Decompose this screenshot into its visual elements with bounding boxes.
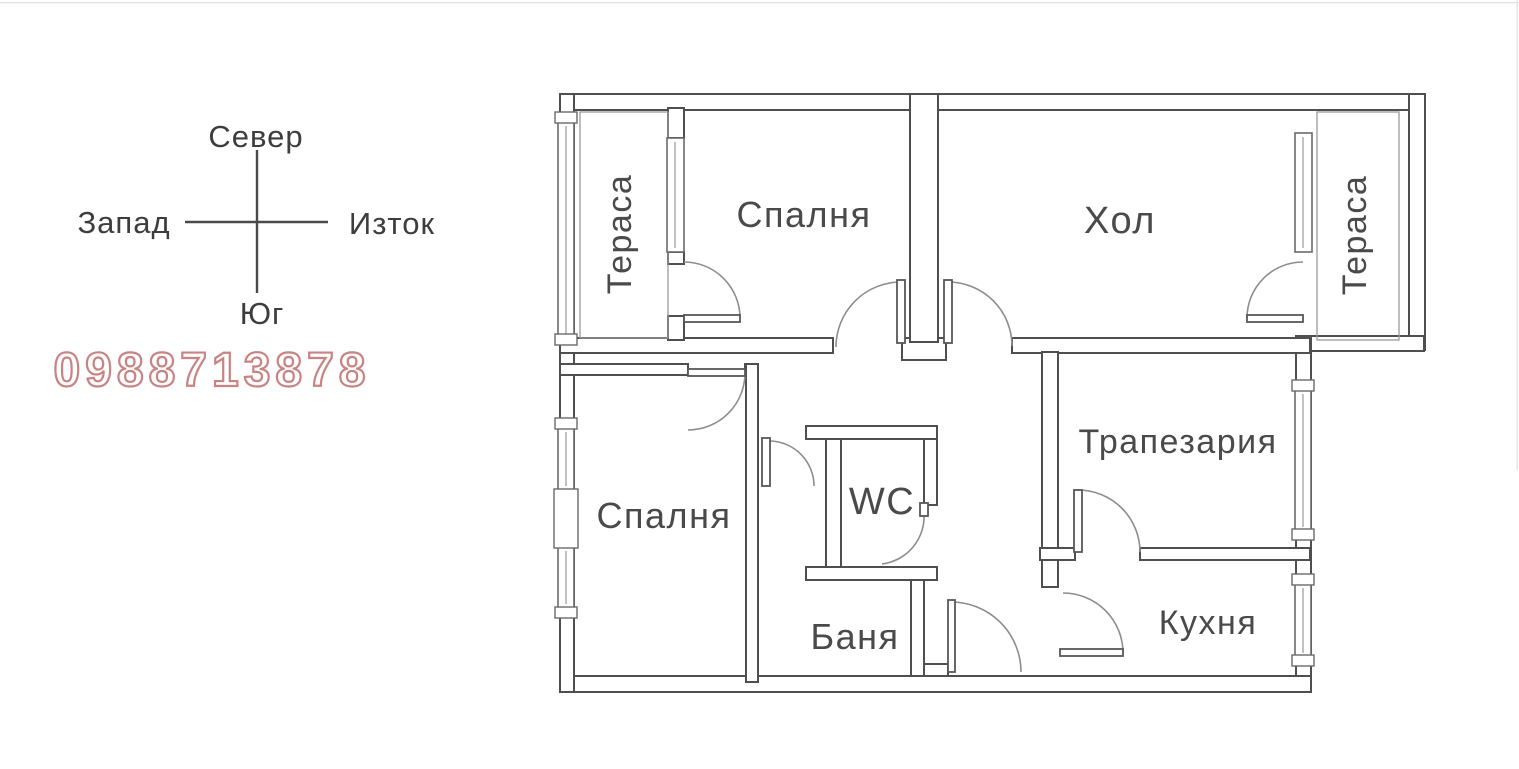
room-labels: Тераса Спалня Хол Тераса Спалня WC Баня …: [597, 174, 1374, 657]
wall-terrace-left-stub-mid: [667, 251, 685, 265]
dining-door-panel: [1073, 489, 1083, 553]
scan-artifact-top: [0, 2, 1519, 4]
window-sill: [554, 333, 578, 346]
wall-wc-web: [825, 438, 842, 568]
kitchen-door-panel: [1059, 648, 1124, 657]
phone-watermark: 0988713878: [54, 344, 371, 397]
wall-bath-right: [910, 579, 925, 677]
wall-wc-top: [805, 425, 938, 440]
corridor-door-arc: [950, 601, 1022, 673]
wc-door-arc: [881, 512, 925, 565]
living-door-panel: [943, 279, 953, 344]
compass-north-label: Север: [208, 119, 303, 154]
compass-south-label: Юг: [240, 296, 285, 331]
doors: [683, 261, 1304, 673]
wall-kitchen-top-east: [1139, 547, 1311, 561]
terrace-left-door-panel: [683, 314, 741, 323]
wall-wc-right: [923, 438, 938, 506]
window-pier: [553, 488, 579, 549]
bath-door-panel: [761, 437, 771, 487]
living-door-arc: [947, 281, 1013, 347]
wall-corridor-stub: [923, 663, 949, 677]
wall-bedroom-living: [909, 93, 939, 343]
room-label-terrace-right: Тераса: [1336, 175, 1374, 296]
window-sill: [554, 417, 578, 430]
window-sill: [1291, 654, 1315, 667]
floorplan-drawing: Тераса Спалня Хол Тераса Спалня WC Баня …: [553, 93, 1426, 693]
wall-divider-east: [1011, 337, 1311, 354]
window-sill: [1291, 573, 1315, 586]
wall-terrace-right-outer: [1408, 93, 1426, 351]
bedroom-top-door-panel: [896, 279, 906, 344]
terrace-floor-lines: [579, 111, 1400, 341]
terrace-left-door-arc: [683, 261, 741, 319]
window-sill: [554, 111, 578, 124]
wall-terrace-right-bottom: [1309, 335, 1425, 352]
wall-bottom: [559, 675, 1312, 693]
wall-wc-bottom: [805, 566, 938, 581]
window-sill: [1291, 379, 1315, 392]
room-label-bath: Баня: [810, 616, 899, 657]
corridor-door-panel: [947, 599, 956, 673]
wall-terrace-left-stub-bottom: [667, 315, 685, 341]
room-label-kitchen: Кухня: [1159, 604, 1258, 642]
room-label-terrace-left: Тераса: [601, 174, 639, 295]
bath-door-arc: [769, 440, 815, 487]
terrace-right-door-arc: [1246, 261, 1304, 319]
compass-rose: Север Запад Изток Юг: [77, 119, 435, 331]
wall-bedroom2-right: [745, 363, 759, 683]
dining-door-arc: [1077, 489, 1141, 553]
wall-top: [559, 93, 1426, 111]
kitchen-door-arc: [1062, 592, 1124, 653]
terrace-right-door-panel: [1246, 314, 1304, 323]
compass-west-label: Запад: [77, 205, 170, 240]
compass-east-label: Изток: [349, 206, 435, 241]
windows: [553, 111, 1315, 667]
terrace-right-floor-line: [1316, 111, 1400, 341]
bedroom-top-door-arc: [835, 281, 902, 348]
room-label-wc: WC: [849, 481, 915, 523]
wall-kitchen-top-west: [1039, 547, 1076, 561]
wall-bedroom2-top-west: [559, 363, 689, 376]
bedroom-bottom-door-panel: [687, 368, 746, 377]
scan-artifact-right: [1516, 0, 1518, 470]
wc-door-panel: [919, 502, 929, 517]
room-label-living: Хол: [1084, 200, 1156, 242]
wall-terrace-left-stub-top: [667, 107, 685, 139]
wall-divider-west: [559, 337, 834, 354]
room-label-bedroom-top: Спалня: [737, 194, 872, 235]
room-label-bedroom-bottom: Спалня: [597, 495, 732, 536]
room-label-dining: Трапезария: [1078, 423, 1277, 461]
window-sill: [554, 606, 578, 619]
wall-dining-left: [1041, 351, 1059, 588]
window-sill: [1291, 528, 1315, 541]
bedroom-bottom-door-arc: [687, 371, 746, 431]
